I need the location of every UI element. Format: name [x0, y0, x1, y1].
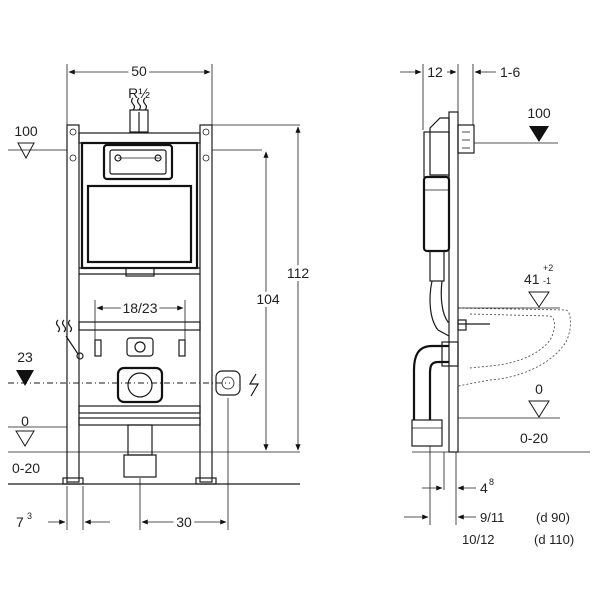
level-100-label: 100: [14, 123, 38, 139]
note-d110-label: (d 110): [534, 532, 574, 547]
inspection-panel: [86, 184, 193, 264]
electric-box: [215, 370, 241, 396]
drain-flange: [116, 366, 164, 404]
dim-10-12-label: 10/12: [462, 532, 495, 547]
electric-icon: [248, 373, 260, 397]
frame-right-upright: [199, 124, 213, 483]
water-inlet-icon: [130, 97, 148, 111]
side-view: 12 1-6 100 41 +2 -1: [400, 64, 590, 547]
level-23-label: 23: [17, 349, 33, 365]
note-d90-label: (d 90): [536, 510, 570, 525]
connection-label: R½: [128, 85, 150, 101]
frame-left-upright: [66, 124, 80, 483]
dim-112-label: 112: [287, 265, 310, 281]
wc-bowl-outline: [457, 307, 571, 387]
dim-41-plus: +2: [543, 263, 553, 273]
level-0-label: 0: [21, 413, 29, 429]
dim-4-label: 4: [480, 480, 488, 496]
dim-30-label: 30: [176, 514, 192, 530]
flush-plate: [102, 143, 174, 181]
side-frame-upright: [448, 111, 459, 453]
dim-width-label: 50: [131, 63, 147, 79]
dim-bolts-label: 18/23: [122, 300, 157, 316]
side-cistern-body: [422, 175, 451, 253]
range-0-20-label: 0-20: [12, 460, 40, 476]
dim-7-label: 7: [16, 514, 24, 530]
side-cistern-top: [429, 117, 450, 176]
dim-1-6-label: 1-6: [500, 64, 520, 80]
dim-104-label: 104: [256, 291, 280, 307]
dim-7-sup: 3: [27, 511, 32, 521]
dim-41-label: 41: [524, 271, 540, 287]
supply-icon: [55, 319, 73, 333]
side-level-100-label: 100: [527, 105, 551, 121]
cistern-body: [80, 141, 199, 270]
dim-4-sup: 8: [489, 477, 494, 487]
side-range-0-20-label: 0-20: [520, 430, 548, 446]
dim-9-11-label: 9/11: [480, 510, 504, 525]
dim-41-minus: -1: [543, 276, 551, 286]
dim-12-label: 12: [427, 64, 443, 80]
drain-bend: [412, 344, 449, 420]
front-view: 50 R½ 100: [8, 60, 312, 533]
side-level-0-label: 0: [535, 381, 543, 397]
